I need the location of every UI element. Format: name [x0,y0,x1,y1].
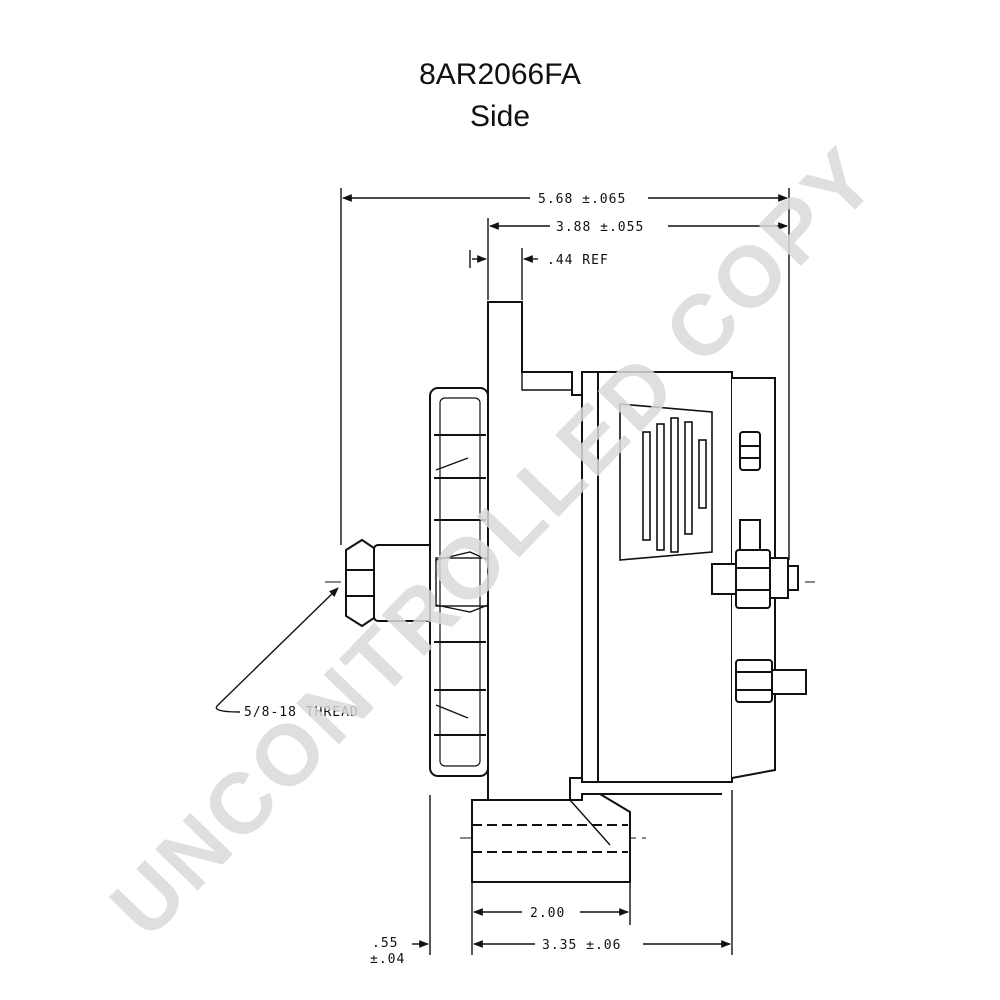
nameplate [619,403,713,561]
extension-lines [340,188,790,955]
dim-body-length: 3.88 ±.055 [556,220,644,235]
dim-mount-spacing: 2.00 [530,906,565,921]
dim-offset-bottom: ±.04 [370,952,405,967]
dim-overall-length: 5.68 ±.065 [538,192,626,207]
terminal-middle [711,519,799,609]
mounting-foot [471,793,631,883]
terminal-lower [735,659,807,703]
dim-ref: .44 REF [547,253,609,268]
terminal-top [739,431,761,471]
dim-offset-top: .55 [372,936,398,951]
part-number-title: 8AR2066FA [419,58,581,91]
thread-leader-line [215,587,339,713]
view-label: Side [469,100,531,133]
dimension-lines [342,194,788,948]
thread-callout-label: 5/8-18 THREAD [244,705,359,720]
dim-mount-length: 3.35 ±.06 [542,938,621,953]
